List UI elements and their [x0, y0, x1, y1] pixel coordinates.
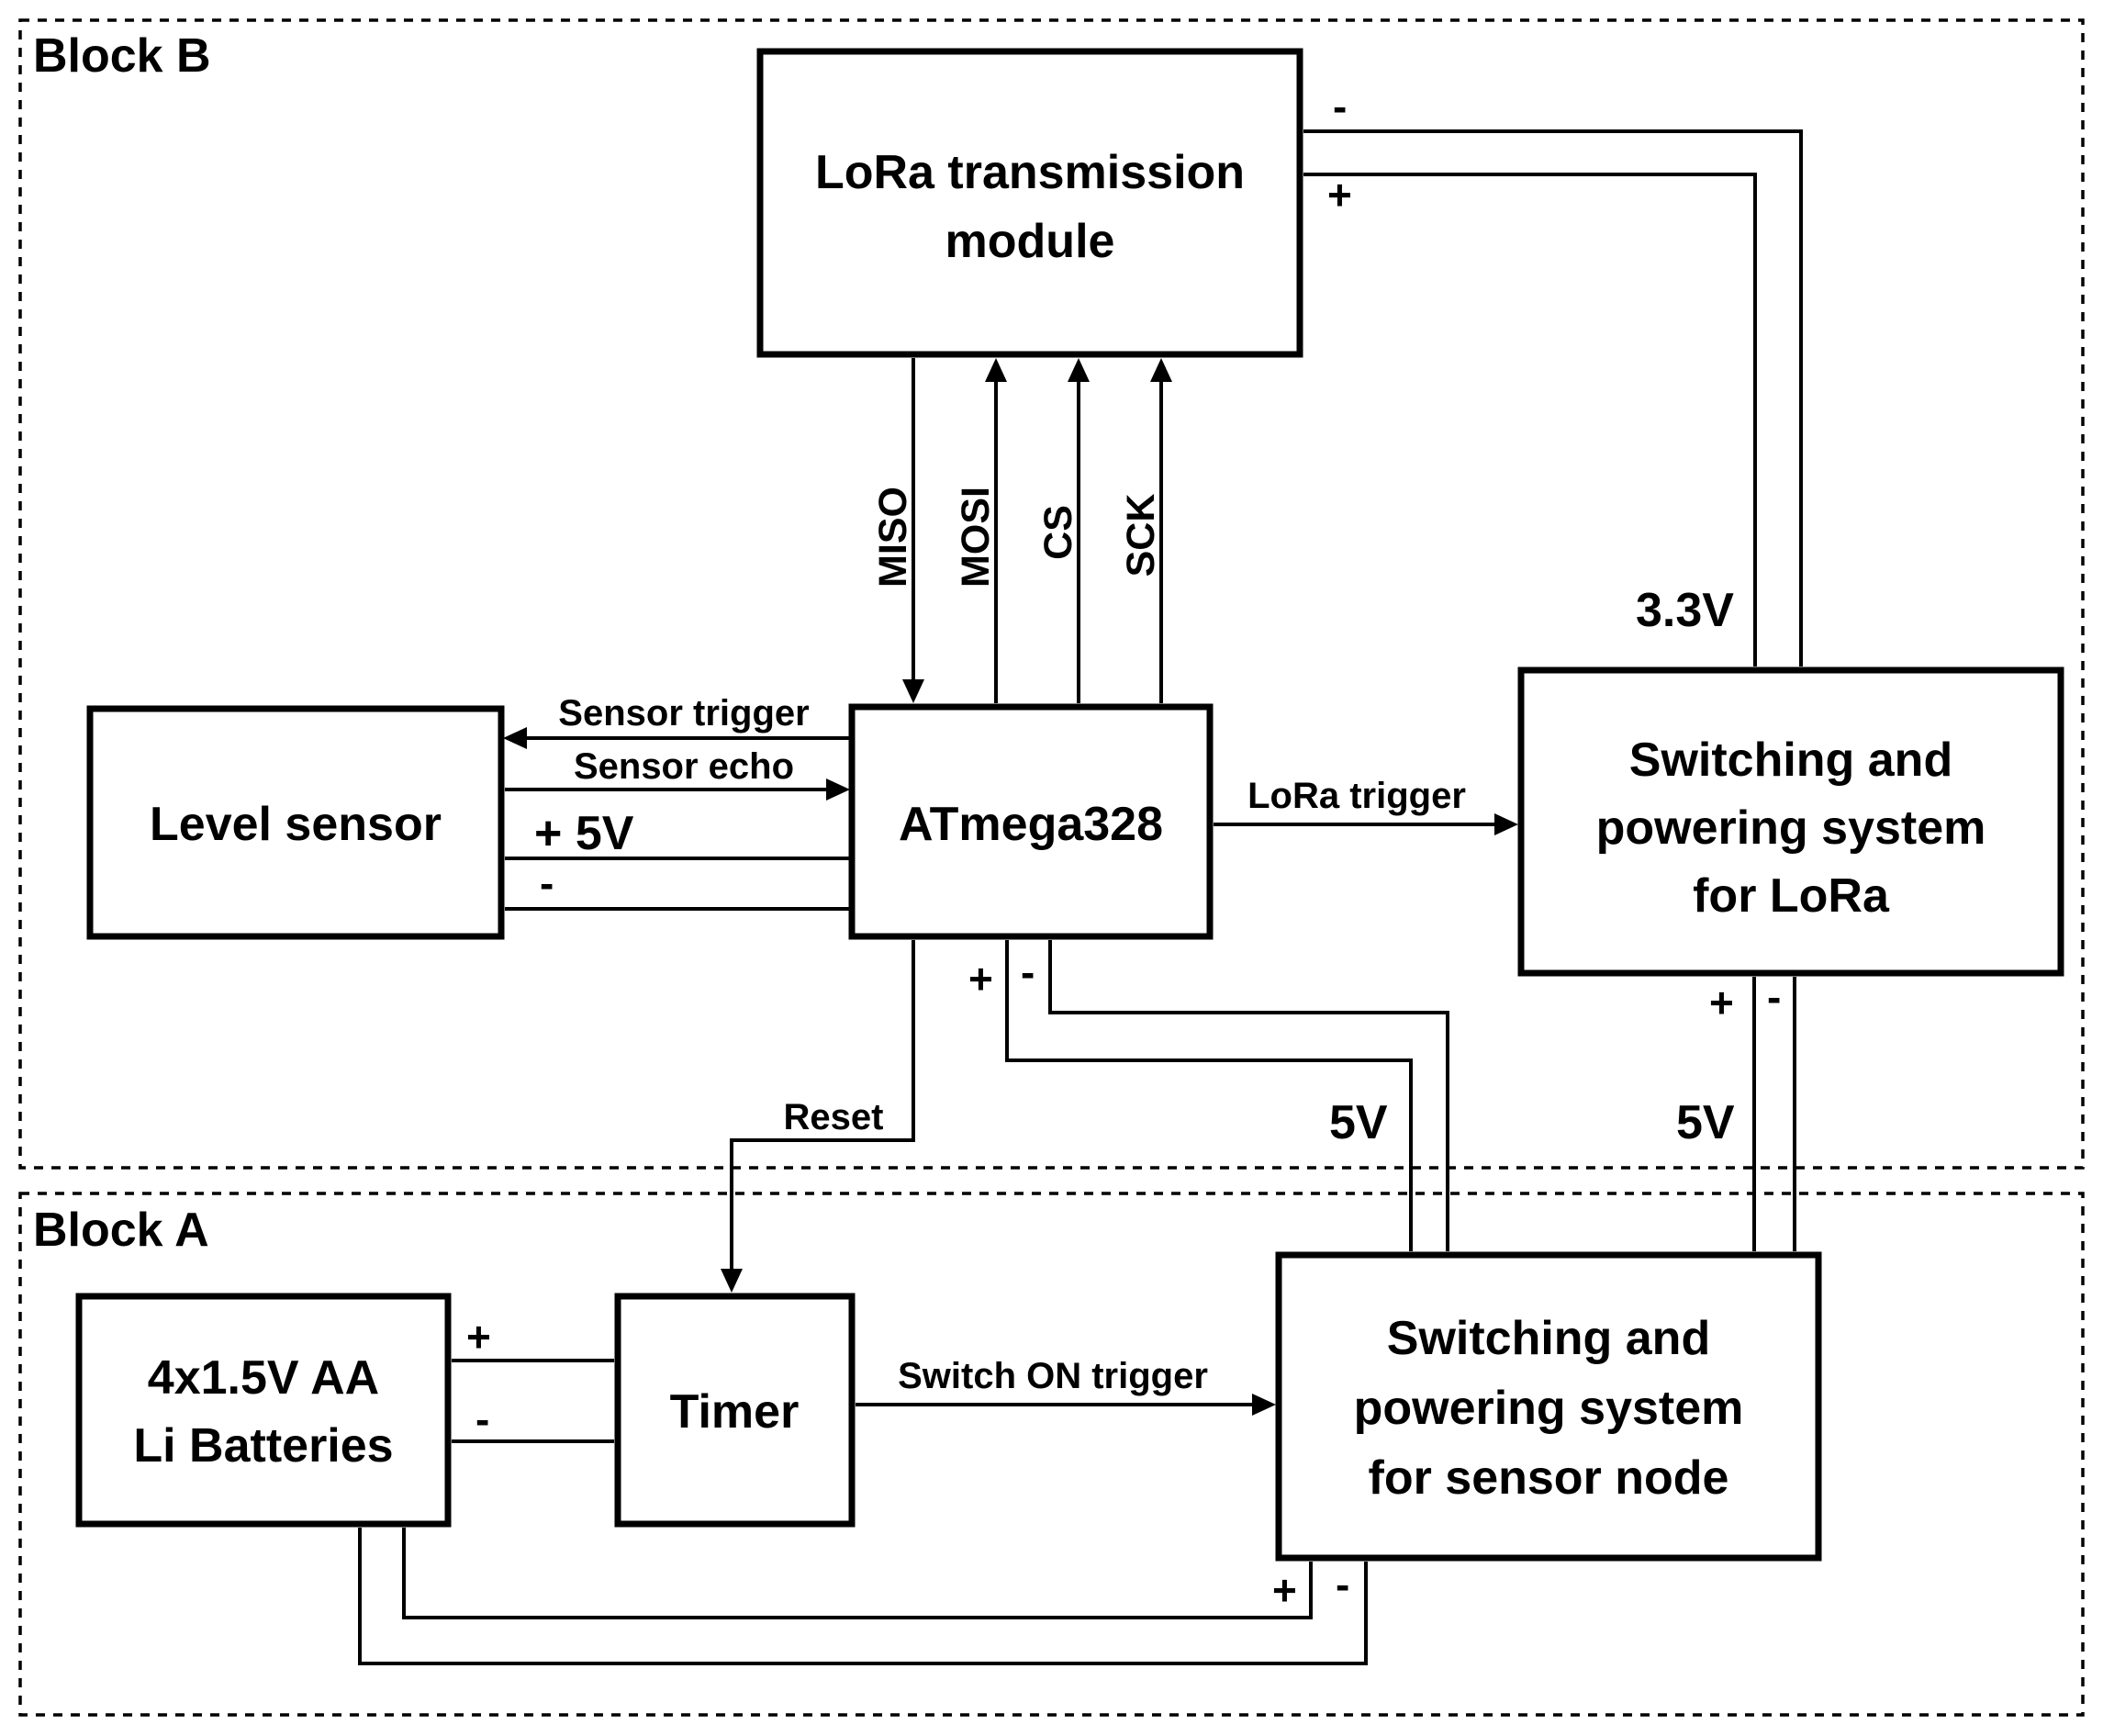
miso-label: MISO — [871, 487, 915, 588]
reset-arrowhead — [721, 1269, 743, 1293]
node-power-label-line3: for sensor node — [1369, 1451, 1729, 1505]
voltage-3v3-label: 3.3V — [1636, 584, 1734, 637]
reset-line — [730, 940, 915, 1269]
battery-node-plus-wire — [402, 1528, 1313, 1619]
atmega-supply-minus-wire — [1048, 940, 1449, 1251]
lora-supply-plus-wire — [1303, 173, 1757, 666]
lora-supply-3v3: - + 3.3V — [1303, 83, 1803, 666]
timer-box: Timer — [614, 1293, 856, 1528]
lora-power-supply-5v: + - 5V — [1676, 973, 1796, 1251]
lora-supply-plus-label: + — [1327, 171, 1352, 218]
lora-power-box: Switching and powering system for LoRa — [1517, 666, 2064, 977]
mosi-label: MOSI — [954, 487, 998, 588]
lora-supply-minus-label: - — [1333, 83, 1347, 130]
spi-bus: MISO MOSI CS SCK — [871, 358, 1172, 703]
lora-power-plus-label: + — [1709, 979, 1734, 1026]
atmega-box: ATmega328 — [848, 703, 1214, 940]
sensor-echo-arrowhead — [826, 778, 850, 801]
battery-timer-minus-label: - — [475, 1395, 489, 1443]
reset-link: Reset — [721, 940, 915, 1293]
battery-timer-links: + - — [452, 1313, 614, 1443]
mosi-arrowhead — [985, 358, 1007, 382]
atmega-supply-plus-label: + — [968, 955, 993, 1002]
atmega-supply-5v: + - 5V — [968, 940, 1449, 1251]
node-power-label-line2: powering system — [1354, 1382, 1744, 1435]
switch-on-link: Switch ON trigger — [856, 1356, 1276, 1416]
lora-trigger-arrowhead — [1494, 813, 1518, 835]
voltage-5v-lora-label: 5V — [1676, 1096, 1735, 1149]
battery-timer-plus-label: + — [466, 1313, 491, 1361]
node-power-label-line1: Switching and — [1387, 1312, 1710, 1365]
atmega-supply-minus-label: - — [1021, 948, 1035, 996]
cs-arrowhead — [1068, 358, 1090, 382]
cs-label: CS — [1036, 505, 1080, 560]
switch-on-trigger-label: Switch ON trigger — [898, 1356, 1208, 1396]
battery-node-minus-wire — [358, 1528, 1368, 1665]
voltage-5v-node-label: 5V — [1329, 1096, 1388, 1149]
lora-trigger-link: LoRa trigger — [1214, 776, 1518, 835]
battery-node-minus-label: - — [1336, 1561, 1349, 1608]
lora-supply-minus-wire — [1303, 129, 1803, 666]
atmega-label: ATmega328 — [899, 798, 1163, 851]
sensor-trigger-label: Sensor trigger — [558, 693, 809, 734]
batteries-label-line2: Li Batteries — [133, 1419, 393, 1473]
miso-arrowhead — [902, 679, 924, 703]
lora-module-box: LoRa transmission module — [756, 48, 1303, 358]
reset-label: Reset — [784, 1097, 884, 1137]
battery-node-plus-label: + — [1272, 1566, 1297, 1614]
block-b-region — [18, 18, 2085, 1170]
batteries-box: 4x1.5V AA Li Batteries — [75, 1293, 452, 1528]
battery-node-links: + - — [358, 1528, 1368, 1665]
lora-trigger-label: LoRa trigger — [1247, 776, 1466, 816]
node-power-box: Switching and powering system for sensor… — [1275, 1251, 1822, 1562]
sensor-links: Sensor trigger Sensor echo + 5V - — [503, 693, 850, 911]
sensor-echo-label: Sensor echo — [574, 746, 794, 787]
timer-label: Timer — [670, 1385, 800, 1439]
block-a-label: Block A — [33, 1204, 209, 1257]
level-sensor-box: Level sensor — [86, 705, 505, 940]
lora-module-label-line1: LoRa transmission — [815, 146, 1245, 199]
block-b-label: Block B — [33, 29, 211, 83]
lora-power-minus-label: - — [1767, 973, 1781, 1021]
atmega-supply-plus-wire — [1005, 940, 1413, 1251]
sensor-plus-5v-label: + 5V — [534, 807, 634, 860]
lora-module-label-line2: module — [945, 215, 1115, 268]
batteries-label-line1: 4x1.5V AA — [148, 1351, 379, 1405]
lora-power-label-line3: for LoRa — [1693, 869, 1890, 923]
sensor-trigger-arrowhead — [503, 727, 527, 749]
level-sensor-label: Level sensor — [150, 798, 442, 851]
lora-power-label-line1: Switching and — [1629, 734, 1952, 787]
sck-label: SCK — [1119, 494, 1163, 577]
sensor-minus-label: - — [540, 859, 554, 907]
block-a-region — [18, 1192, 2085, 1717]
sck-arrowhead — [1150, 358, 1172, 382]
switch-on-trigger-arrowhead — [1252, 1394, 1276, 1416]
lora-power-label-line2: powering system — [1596, 801, 1986, 855]
